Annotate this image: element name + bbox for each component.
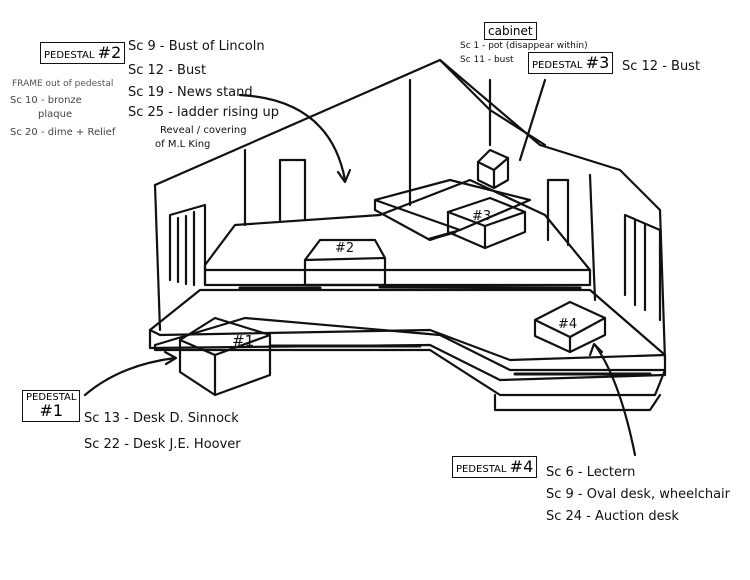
block-3 xyxy=(446,196,527,250)
left-wall-outline xyxy=(153,183,162,332)
p1-arrow xyxy=(83,356,177,397)
p2-extra-2: of M.L King xyxy=(155,139,211,150)
p2-scene-4: Sc 25 - ladder rising up xyxy=(128,105,280,120)
p4-scene-1: Sc 6 - Lectern xyxy=(546,465,636,480)
block-label-4: #4 xyxy=(558,317,577,332)
pedestal-3-label: PEDESTAL #3 xyxy=(528,52,614,74)
p4-arrow xyxy=(593,343,637,457)
cabinet-line-2: Sc 11 - bust xyxy=(460,55,514,65)
block-4 xyxy=(533,300,607,354)
right-door xyxy=(546,178,570,247)
p3-pointer xyxy=(518,78,547,162)
p1-scene-2: Sc 22 - Desk J.E. Hoover xyxy=(84,437,241,452)
pedestal-1-label: PEDESTAL#1 xyxy=(22,390,81,422)
frame-note-title: FRAME out of pedestal xyxy=(12,79,114,89)
apron xyxy=(153,316,667,397)
p2-scene-2: Sc 12 - Bust xyxy=(128,63,207,78)
pedestal-2-label: PEDESTAL #2 xyxy=(40,42,126,64)
pedestal-4-label: PEDESTAL #4 xyxy=(452,456,538,478)
p1-scene-1: Sc 13 - Desk D. Sinnock xyxy=(84,411,239,426)
frame-note-line-2: plaque xyxy=(38,109,73,120)
p3-scene-1: Sc 12 - Bust xyxy=(622,59,701,74)
block-label-3: #3 xyxy=(472,209,491,224)
block-label-2: #2 xyxy=(335,241,354,256)
right-window xyxy=(623,213,662,322)
p2-scene-3: Sc 19 - News stand xyxy=(128,85,253,100)
p2-extra-1: Reveal / covering xyxy=(160,125,247,136)
block-label-1: #1 xyxy=(232,332,254,350)
p4-scene-2: Sc 9 - Oval desk, wheelchair xyxy=(546,487,730,502)
left-window xyxy=(168,203,207,287)
cabinet-line-1: Sc 1 - pot (disappear within) xyxy=(460,41,588,51)
back-door xyxy=(278,158,307,222)
upper-platform xyxy=(203,178,592,272)
cabinet-label: cabinet xyxy=(484,22,537,40)
cabinet-box xyxy=(476,148,510,190)
p2-scene-1: Sc 9 - Bust of Lincoln xyxy=(128,39,265,54)
frame-note-line-1: Sc 10 - bronze xyxy=(10,95,82,106)
wall-seam xyxy=(588,173,597,302)
raised-platform xyxy=(373,178,532,232)
p2-arrow xyxy=(238,93,347,182)
p4-scene-3: Sc 24 - Auction desk xyxy=(546,509,679,524)
frame-note-line-3: Sc 20 - dime + Relief xyxy=(10,127,116,138)
main-stage xyxy=(148,288,667,362)
block-1 xyxy=(178,316,272,397)
